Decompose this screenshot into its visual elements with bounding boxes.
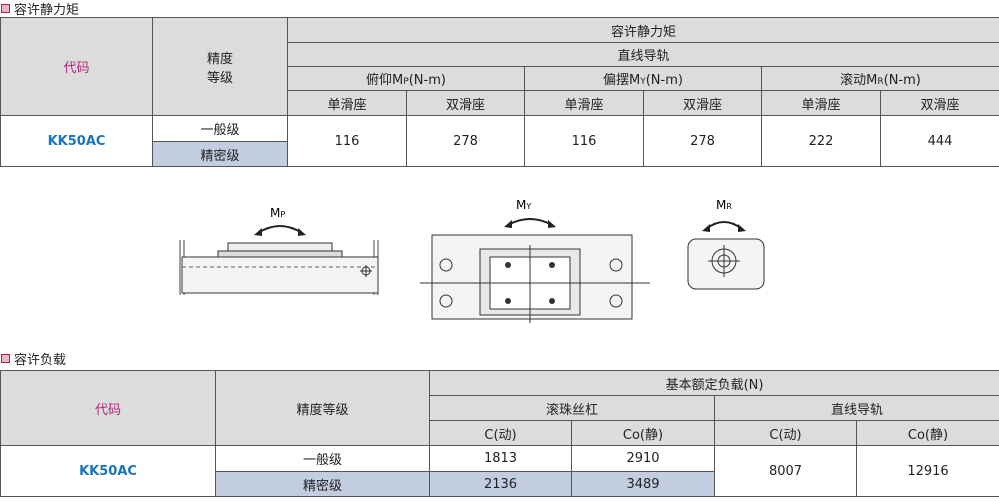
mr-arrow-icon bbox=[705, 221, 743, 230]
precision-header: 精度 等级 bbox=[152, 17, 288, 116]
value-pitch-single: 116 bbox=[287, 115, 407, 167]
value-yaw-double: 278 bbox=[643, 115, 762, 167]
pitch-diagram: MP bbox=[179, 206, 379, 295]
precision-header: 精度等级 bbox=[215, 370, 430, 446]
code-header: 代码 bbox=[0, 17, 153, 116]
static-moment-header: 容许静力矩 bbox=[286, 17, 999, 43]
roll-moment-header: 滚动MR(N-m) bbox=[760, 66, 999, 91]
moment-diagrams: MP MY MR bbox=[170, 195, 830, 325]
static-moment-table: 代码 精度 等级 容许静力矩 直线导轨 俯仰MP(N-m) 偏摆MY(N-m) … bbox=[0, 17, 999, 167]
ball-screw-header: 滚珠丝杠 bbox=[429, 395, 715, 421]
model-code: KK50AC bbox=[0, 115, 153, 167]
precision-header-line2: 等级 bbox=[206, 70, 233, 86]
rail-c-dynamic-header: C(动) bbox=[714, 420, 857, 446]
linear-rail-header: 直线导轨 bbox=[714, 395, 999, 421]
pitch-double-header: 双滑座 bbox=[406, 90, 525, 116]
screw-precise-static: 3489 bbox=[571, 471, 715, 497]
section-bullet-icon bbox=[1, 3, 10, 13]
roll-double-header: 双滑座 bbox=[879, 90, 999, 116]
roll-diagram: MR bbox=[687, 198, 765, 290]
yaw-single-header: 单滑座 bbox=[524, 90, 644, 116]
grade-normal: 一般级 bbox=[215, 445, 430, 472]
yaw-moment-header: 偏摆MY(N-m) bbox=[524, 66, 762, 91]
my-label: MY bbox=[516, 198, 531, 212]
section-title-static-moment: 容许静力矩 bbox=[1, 0, 80, 18]
rated-load-header: 基本额定负载(N) bbox=[429, 370, 999, 396]
screw-precise-dynamic: 2136 bbox=[429, 471, 572, 497]
pitch-moment-header: 俯仰MP(N-m) bbox=[287, 66, 525, 91]
my-arrow-icon bbox=[507, 218, 553, 226]
linear-rail-header: 直线导轨 bbox=[286, 42, 999, 67]
grade-precise: 精密级 bbox=[152, 141, 288, 167]
value-roll-single: 222 bbox=[761, 115, 881, 167]
grade-normal: 一般级 bbox=[152, 115, 288, 142]
section2-title: 容许负载 bbox=[14, 352, 67, 368]
value-pitch-double: 278 bbox=[406, 115, 525, 167]
screw-normal-static: 2910 bbox=[571, 445, 715, 472]
rail-c-static-header: Co(静) bbox=[856, 420, 999, 446]
value-yaw-single: 116 bbox=[524, 115, 644, 167]
roll-single-header: 单滑座 bbox=[761, 90, 881, 116]
grade-precise: 精密级 bbox=[215, 471, 430, 497]
screw-c-dynamic-header: C(动) bbox=[429, 420, 572, 446]
section-title-load: 容许负载 bbox=[1, 350, 67, 368]
screw-c-static-header: Co(静) bbox=[571, 420, 715, 446]
yaw-double-header: 双滑座 bbox=[643, 90, 762, 116]
load-table: 代码 精度等级 基本额定负载(N) 滚珠丝杠 直线导轨 C(动) Co(静) C… bbox=[0, 370, 999, 497]
rail-dynamic: 8007 bbox=[714, 445, 857, 497]
code-header: 代码 bbox=[0, 370, 216, 446]
section-bullet-icon bbox=[1, 353, 10, 363]
yaw-diagram: MY bbox=[420, 198, 650, 323]
value-roll-double: 444 bbox=[879, 115, 999, 167]
precision-header-line1: 精度 bbox=[206, 51, 233, 67]
mp-arrow-icon bbox=[257, 225, 303, 234]
section1-title: 容许静力矩 bbox=[14, 2, 80, 18]
pitch-single-header: 单滑座 bbox=[287, 90, 407, 116]
rail-static: 12916 bbox=[856, 445, 999, 497]
mr-label: MR bbox=[716, 198, 732, 212]
screw-normal-dynamic: 1813 bbox=[429, 445, 572, 472]
mp-label: MP bbox=[270, 206, 285, 220]
model-code: KK50AC bbox=[0, 445, 216, 497]
